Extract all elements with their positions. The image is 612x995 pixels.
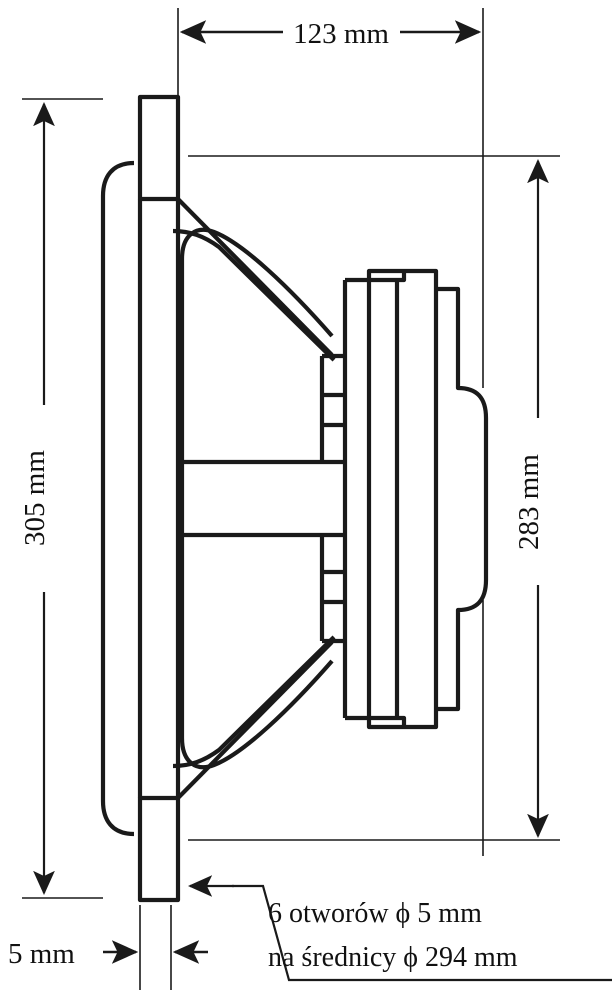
magnet-bottom-shoulder xyxy=(345,715,407,727)
cone-lower-outer xyxy=(176,640,334,800)
magnet-top-shoulder xyxy=(345,271,407,283)
cone-lower-inner xyxy=(172,635,336,769)
cone-upper-inner xyxy=(172,228,336,362)
rear-magnet-cup xyxy=(436,286,489,712)
diaphragm-lower xyxy=(179,497,334,770)
magnet-core-block xyxy=(366,268,439,730)
dim-283-label: 283 mm xyxy=(513,454,545,550)
hole-note-line-1: 6 otworów ϕ 5 mm xyxy=(268,898,482,929)
mounting-flange-top xyxy=(137,94,181,202)
dimension-5mm: 5 mm xyxy=(8,938,208,970)
surround-outer-top xyxy=(100,160,135,497)
dimension-305mm: 305 mm xyxy=(19,101,55,896)
speaker-body-outline xyxy=(100,94,489,903)
cone-upper-outer xyxy=(176,197,334,357)
hole-note-leader-line xyxy=(232,884,612,982)
dim-5-label: 5 mm xyxy=(8,938,75,970)
diaphragm-upper xyxy=(179,227,334,497)
dim-305-label: 305 mm xyxy=(19,450,51,546)
hole-note-line-2: na średnicy ϕ 294 mm xyxy=(268,942,518,973)
dimension-283mm: 283 mm xyxy=(513,158,549,839)
surround-outer-bottom xyxy=(100,497,135,837)
hole-note-callout: 6 otworów ϕ 5 mm na średnicy ϕ 294 mm xyxy=(187,875,612,982)
dim-123-label: 123 mm xyxy=(293,18,389,50)
dimension-123mm: 123 mm xyxy=(179,18,482,50)
mounting-flange-bottom xyxy=(137,795,181,903)
